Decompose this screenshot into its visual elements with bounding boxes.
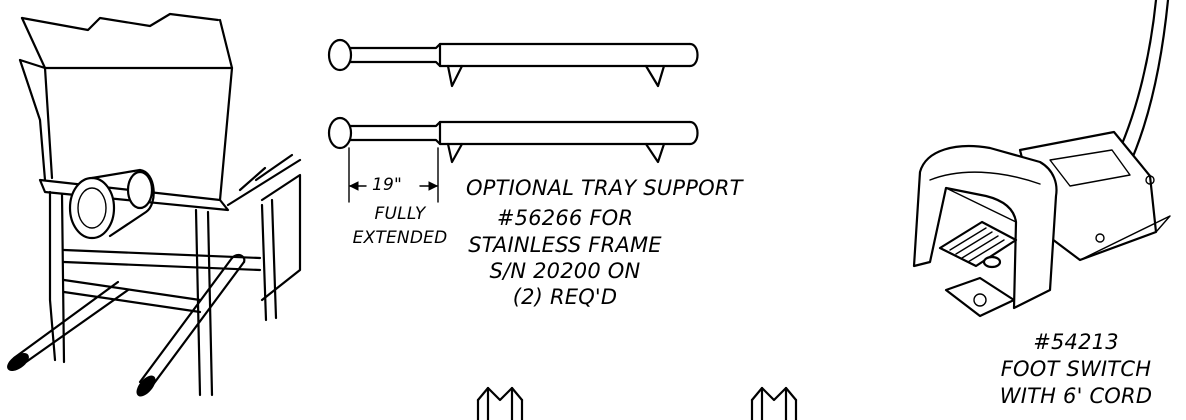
tray-support-part-line1: #56266 FOR <box>496 206 634 230</box>
fully-label: FULLY <box>374 204 426 224</box>
tray-support-part-line2: STAINLESS FRAME <box>468 233 662 257</box>
tray-support-part-line4: (2) REQ'D <box>512 285 618 309</box>
foot-switch-name: FOOT SWITCH <box>1000 357 1152 381</box>
foot-switch-cord: WITH 6' CORD <box>999 384 1153 408</box>
machine-frame-illustration <box>7 12 302 397</box>
bracket-clip-left <box>476 386 524 420</box>
tray-support-part-line3: S/N 20200 ON <box>489 259 641 283</box>
bracket-clip-right <box>750 386 798 420</box>
tray-support-rod-upper <box>327 38 699 88</box>
dimension-marker <box>348 147 439 203</box>
dimension-label: 19" <box>372 175 403 195</box>
foot-switch-part-number: #54213 <box>1033 330 1119 354</box>
tray-support-rod-lower <box>327 116 699 164</box>
extended-label: EXTENDED <box>352 228 448 248</box>
tray-support-title: OPTIONAL TRAY SUPPORT <box>466 176 743 200</box>
